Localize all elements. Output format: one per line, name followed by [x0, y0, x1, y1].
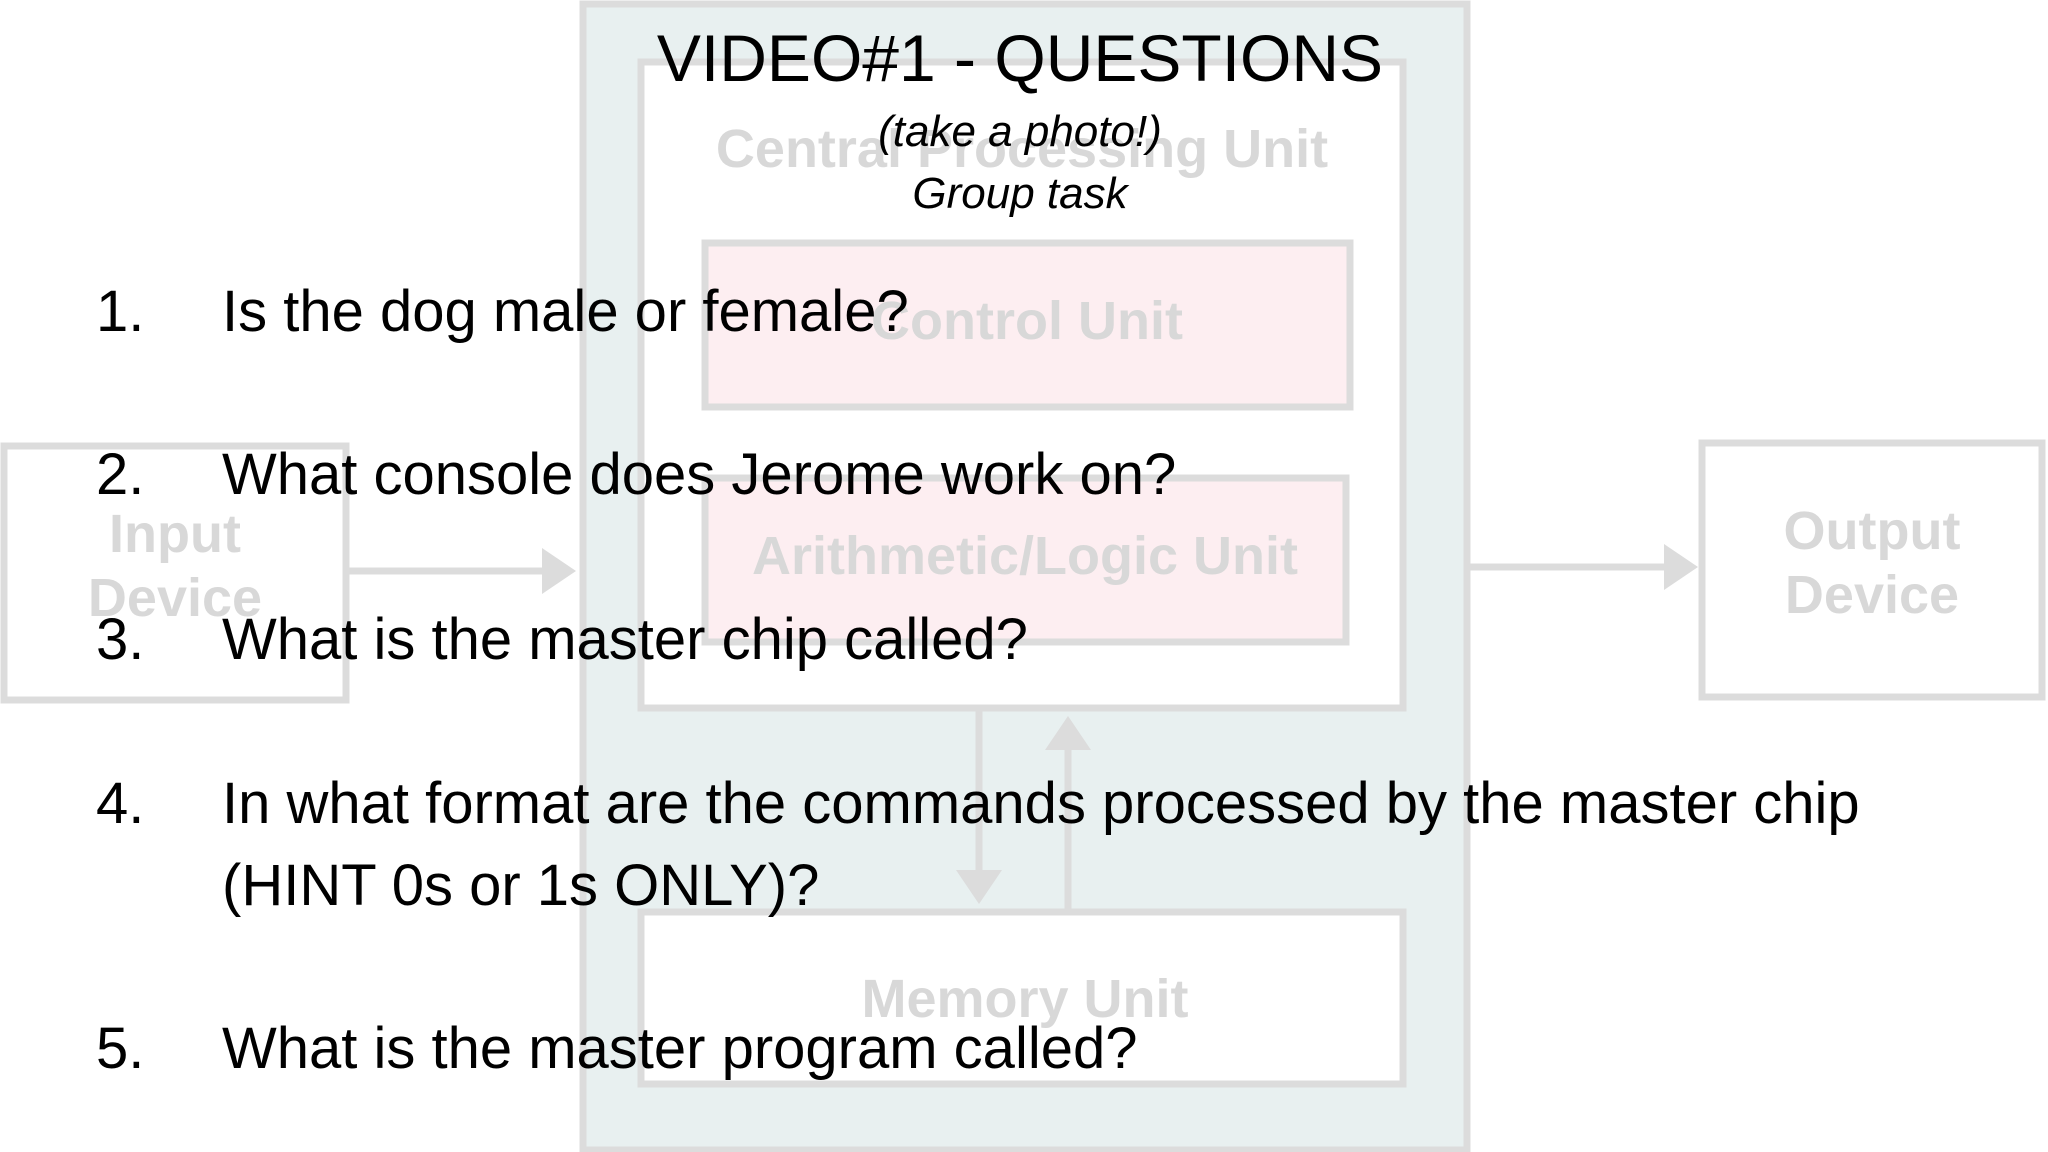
cpu-label: Central Processing Unit	[716, 119, 1328, 179]
slide-subtitle-photo: (take a photo!)	[878, 107, 1162, 156]
question-number: 4.	[96, 771, 145, 836]
question-text: What console does Jerome work on?	[222, 442, 1177, 507]
input-device-label-line1: Input	[109, 504, 241, 564]
question-text: What is the master chip called?	[222, 607, 1028, 672]
slide-subtitle-group-task: Group task	[912, 169, 1128, 218]
question-item: 2. What console does Jerome work on?	[96, 434, 1996, 516]
memory-unit-box	[637, 908, 1407, 1088]
question-number: 1.	[96, 279, 145, 344]
output-device-box	[1698, 439, 2046, 701]
output-device-label-line2: Device	[1785, 565, 1959, 625]
question-text: Is the dog male or female?	[222, 279, 909, 344]
arrow-cpu-to-output	[1467, 544, 1698, 590]
question-item: 3. What is the master chip called?	[96, 599, 1996, 681]
control-unit-box	[701, 239, 1354, 411]
memory-unit-label: Memory Unit	[861, 969, 1188, 1029]
input-device-box	[0, 442, 350, 704]
alu-box	[701, 474, 1350, 646]
input-device-label-line2: Device	[88, 568, 262, 628]
alu-label: Arithmetic/Logic Unit	[752, 526, 1298, 586]
slide-title: VIDEO#1 - QUESTIONS	[656, 21, 1384, 95]
question-text: In what format are the commands processe…	[222, 771, 1860, 918]
control-unit-label: Control Unit	[871, 291, 1183, 351]
arrow-input-to-cpu	[346, 548, 576, 594]
output-device-label-line1: Output	[1784, 501, 1961, 561]
question-text: What is the master program called?	[222, 1016, 1138, 1081]
arrow-memory-to-cpu	[1045, 716, 1091, 912]
question-item: 5. What is the master program called?	[96, 1008, 1996, 1090]
question-item: 1. Is the dog male or female?	[96, 271, 1996, 353]
question-item: 4. In what format are the commands proce…	[96, 763, 1996, 927]
question-number: 2.	[96, 442, 145, 507]
question-number: 3.	[96, 607, 145, 672]
arrow-cpu-to-memory	[956, 708, 1002, 904]
question-number: 5.	[96, 1016, 145, 1081]
